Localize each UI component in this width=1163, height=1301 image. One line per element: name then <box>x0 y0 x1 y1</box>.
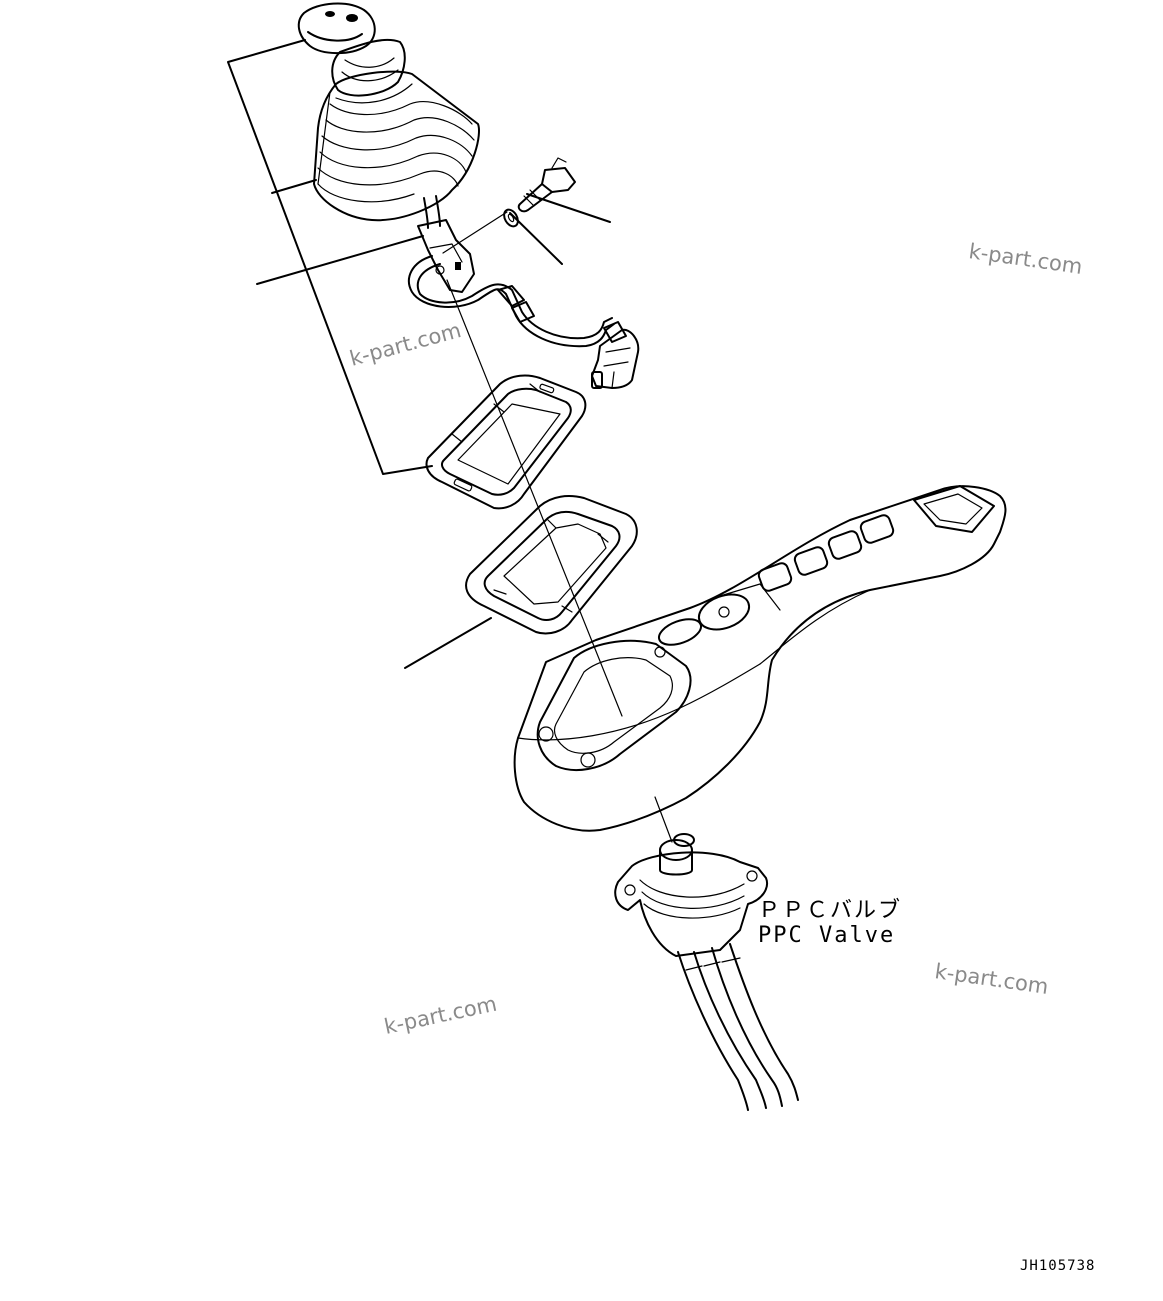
watermark: k-part.com <box>347 318 464 371</box>
washer <box>503 208 519 228</box>
lever-shaft <box>417 195 475 293</box>
drawing-code: JH105738 <box>1020 1258 1095 1274</box>
mounting-bolt <box>517 157 576 213</box>
wire-harness <box>407 255 627 348</box>
ppc-valve-label-en: PPC Valve <box>758 923 895 948</box>
ppc-valve <box>614 833 799 1111</box>
watermark: k-part.com <box>382 992 499 1039</box>
lever-boot <box>313 70 480 222</box>
watermark: k-part.com <box>933 959 1050 999</box>
assembly-axis <box>446 279 673 843</box>
leader-lines <box>227 39 611 669</box>
ppc-valve-label-jp: ＰＰＣバルブ <box>758 898 902 923</box>
cover-frame <box>425 374 587 510</box>
lever-knob <box>297 2 406 97</box>
console-armrest <box>513 485 1007 832</box>
gasket-plate <box>465 495 638 635</box>
watermark: k-part.com <box>967 239 1084 279</box>
electrical-connector <box>591 328 640 389</box>
